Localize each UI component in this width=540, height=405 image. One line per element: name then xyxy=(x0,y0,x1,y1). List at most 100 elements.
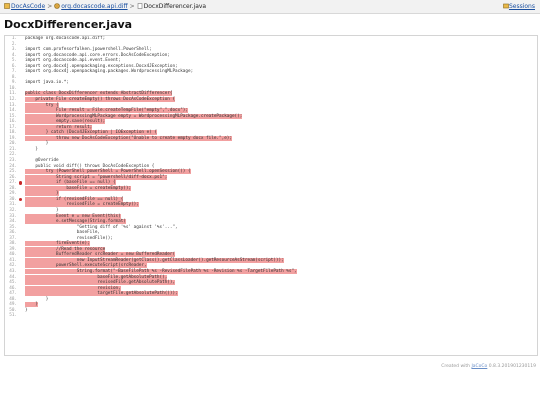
code-content: } xyxy=(25,146,38,152)
highlighted-code: revisedFile = createEmpty(); xyxy=(25,202,537,208)
highlighted-code: //Read the resource xyxy=(25,246,537,253)
code-content: return result; xyxy=(25,124,93,130)
highlighted-code: baseFile.getAbsolutePath(), xyxy=(25,274,537,281)
highlighted-code: powerShell.executeScript(srcReader, xyxy=(25,263,537,269)
code-content: if (revisedFile == null) { xyxy=(25,196,124,202)
code-content: String script = "powershell/diff-docx.ps… xyxy=(25,174,168,180)
code-text: } xyxy=(25,297,537,303)
line-number: 19. xyxy=(9,135,17,141)
code-text: import org.docascode.api.event.Event; xyxy=(25,58,537,64)
sessions: Sessions xyxy=(503,0,535,13)
line-number: 51. xyxy=(9,313,17,319)
code-text: package org.docascode.api.diff; xyxy=(25,36,537,42)
code-line: 39. //Read the resource xyxy=(5,246,537,253)
line-number: 45. xyxy=(9,280,17,286)
highlighted-code: try (PowerShell powerShell = PowerShell.… xyxy=(25,169,537,175)
line-number: 8. xyxy=(11,74,17,80)
line-number: 31. xyxy=(9,202,17,208)
code-line: 48. } xyxy=(5,297,537,303)
code-line: 37. revisedFile)); xyxy=(5,236,537,242)
line-number: 37. xyxy=(9,235,17,241)
code-line: 20. } xyxy=(5,141,537,147)
breadcrumb-root-link[interactable]: DocAsCode xyxy=(11,3,46,10)
code-line: 21. } xyxy=(5,147,537,153)
line-number: 30. xyxy=(9,196,17,202)
code-line: 10. xyxy=(5,86,537,92)
sessions-link[interactable]: Sessions xyxy=(508,3,535,10)
breadcrumb-current-file: DocxDifferencer.java xyxy=(143,3,207,10)
code-content: BufferedReader srcReader = new BufferedR… xyxy=(25,252,176,258)
line-number: 15. xyxy=(9,113,17,119)
code-content: } xyxy=(25,141,49,147)
code-line: 42. powerShell.executeScript(srcReader, xyxy=(5,263,537,269)
highlighted-code: File result = File.createTempFile("empty… xyxy=(25,108,537,114)
line-number: 27. xyxy=(9,180,17,186)
footer-prefix: Created with xyxy=(441,364,472,369)
line-number: 2. xyxy=(11,41,17,47)
breakpoint-icon xyxy=(18,181,23,185)
code-content: } xyxy=(25,302,38,308)
code-content: import org.docascode.api.core.errors.Doc… xyxy=(25,52,170,58)
highlighted-code: fireEvent(e); xyxy=(25,241,537,247)
line-number: 4. xyxy=(11,52,17,58)
code-content: import org.docascode.api.event.Event; xyxy=(25,58,121,64)
code-text: import org.docx4j.openpackaging.packages… xyxy=(25,69,537,75)
code-line: 30. if (revisedFile == null) { xyxy=(5,196,537,203)
line-number: 49. xyxy=(9,302,17,308)
line-number: 43. xyxy=(9,268,17,274)
code-content: if (baseFile == null) { xyxy=(25,180,116,186)
code-line: 12. private File createEmpty() throws Do… xyxy=(5,97,537,103)
code-line: 25. try (PowerShell powerShell = PowerSh… xyxy=(5,169,537,175)
code-text: import com.profesorfalken.jpowershell.Po… xyxy=(25,47,537,53)
jacoco-link[interactable]: JaCoCo xyxy=(471,364,488,369)
code-line: 6.import org.docx4j.openpackaging.except… xyxy=(5,64,537,70)
line-number: 42. xyxy=(9,263,17,269)
line-number: 39. xyxy=(9,246,17,252)
line-number: 34. xyxy=(9,219,17,225)
code-line: 27. if (baseFile == null) { xyxy=(5,180,537,186)
code-content: } catch (Docx4JException | IOException e… xyxy=(25,130,157,136)
code-line: 50.} xyxy=(5,308,537,314)
code-content: revision, xyxy=(25,285,121,291)
line-number: 48. xyxy=(9,296,17,302)
footer: Created with JaCoCo 0.8.3.201901230119 xyxy=(441,364,536,369)
code-line: 8. xyxy=(5,75,537,81)
line-number: 35. xyxy=(9,224,17,230)
code-line: 51. xyxy=(5,313,537,319)
code-content: } xyxy=(25,191,59,197)
highlighted-code: e.setMessage(String.format( xyxy=(25,219,537,225)
code-content: } xyxy=(25,307,28,313)
code-text: "Getting diff of '%s' against '%s'...", xyxy=(25,225,537,231)
line-number: 33. xyxy=(9,213,17,219)
code-line: 26. String script = "powershell/diff-doc… xyxy=(5,174,537,181)
code-content: public class DocxDifferencer extends Abs… xyxy=(25,91,173,97)
line-number: 40. xyxy=(9,252,17,258)
line-number: 9. xyxy=(11,80,17,86)
line-number: 17. xyxy=(9,124,17,130)
line-number: 23. xyxy=(9,158,17,164)
package-icon xyxy=(54,3,61,9)
code-content: Event e = new Event(this) xyxy=(25,213,121,219)
line-number: 7. xyxy=(11,69,17,75)
code-text: } xyxy=(25,308,537,314)
highlighted-code: if (revisedFile == null) { xyxy=(25,196,537,203)
code-line: 29. } xyxy=(5,191,537,197)
code-content: public void diff() throws DocAsCodeExcep… xyxy=(25,163,155,169)
code-line: 5.import org.docascode.api.event.Event; xyxy=(5,58,537,64)
code-line: 31. revisedFile = createEmpty(); xyxy=(5,202,537,208)
code-content: revisedFile.getAbsolutePath(), xyxy=(25,280,176,286)
line-number: 41. xyxy=(9,257,17,263)
line-number: 1. xyxy=(11,36,17,41)
code-line: 46. revision, xyxy=(5,285,537,292)
report-icon xyxy=(4,3,10,9)
code-content: import org.docx4j.openpackaging.exceptio… xyxy=(25,63,178,69)
highlighted-code: WordprocessingMLPackage empty = Wordproc… xyxy=(25,113,537,120)
code-content: revisedFile)); xyxy=(25,235,113,241)
code-content: baseFile = createEmpty(); xyxy=(25,185,132,191)
highlighted-code: } xyxy=(25,302,537,308)
highlighted-code: empty.save(result); xyxy=(25,119,537,125)
breadcrumb-package-link[interactable]: org.docascode.api.diff xyxy=(61,3,128,10)
code-content: new InputStreamReader(getClass().getClas… xyxy=(25,257,284,263)
code-line: 34. e.setMessage(String.format( xyxy=(5,219,537,225)
highlighted-code: } xyxy=(25,191,537,197)
